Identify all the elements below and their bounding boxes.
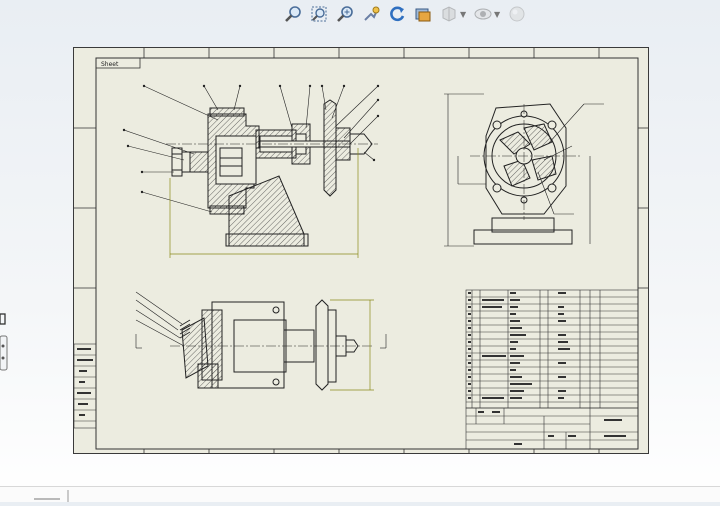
view-orientation-icon[interactable] bbox=[412, 3, 434, 25]
appearance-icon[interactable] bbox=[506, 3, 528, 25]
side-view[interactable] bbox=[444, 93, 604, 247]
front-section-view[interactable] bbox=[122, 84, 380, 258]
chevron-down-icon[interactable]: ▼ bbox=[494, 9, 501, 19]
top-view[interactable] bbox=[135, 291, 387, 391]
side-panel-edge bbox=[0, 300, 8, 380]
revision-strip bbox=[73, 343, 97, 429]
status-bar bbox=[0, 486, 720, 502]
zoom-in-out-icon[interactable] bbox=[334, 3, 356, 25]
sheet-name-box: Sheet bbox=[95, 57, 141, 69]
heads-up-view-toolbar: ▼ ▼ bbox=[282, 2, 528, 26]
title-block[interactable] bbox=[465, 407, 639, 450]
zone-ticks bbox=[74, 48, 648, 453]
hide-show-items-icon[interactable] bbox=[472, 3, 494, 25]
chevron-down-icon[interactable]: ▼ bbox=[460, 9, 467, 19]
drawing-canvas: Sheet bbox=[73, 48, 648, 453]
pulley-diameter-dimension[interactable] bbox=[330, 299, 374, 391]
pan-icon[interactable] bbox=[360, 3, 382, 25]
overall-length-dimension[interactable] bbox=[169, 148, 359, 258]
drawing-sheet[interactable]: Sheet bbox=[73, 47, 649, 454]
zoom-to-fit-icon[interactable] bbox=[282, 3, 304, 25]
rotate-icon[interactable] bbox=[386, 3, 408, 25]
zoom-to-area-icon[interactable] bbox=[308, 3, 330, 25]
display-style-icon[interactable] bbox=[438, 3, 460, 25]
sheet-tab-label: Sheet bbox=[101, 61, 119, 68]
bill-of-materials-table[interactable] bbox=[465, 289, 639, 409]
